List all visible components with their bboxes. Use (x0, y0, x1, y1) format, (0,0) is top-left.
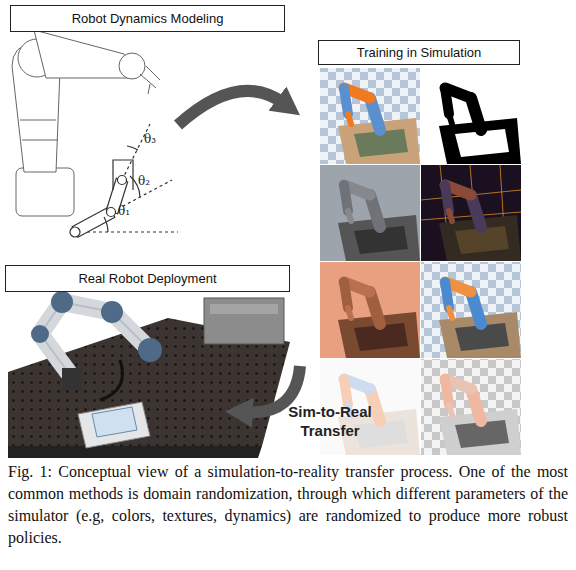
edge-label: Sim-to-Real Transfer (286, 402, 374, 440)
panel-node: Training in Simulation (300, 40, 522, 458)
panel-node: Robot Dynamics Modeling (10, 5, 178, 245)
real-robot-photo (8, 291, 290, 458)
simulation-grid (320, 68, 521, 455)
panel-title: Training in Simulation (318, 40, 520, 65)
planar-link-diagram (70, 124, 178, 237)
panel-node: Real Robot Deployment (5, 265, 225, 460)
angle-label: θ₃ (144, 132, 156, 146)
robot-arm-sketch (12, 30, 160, 216)
figure-caption: Fig. 1: Conceptual view of a simulation-… (8, 461, 568, 549)
angle-label: θ₂ (138, 174, 150, 188)
curved-arrow (178, 91, 284, 125)
angle-label: θ₁ (118, 204, 130, 218)
panel-title: Robot Dynamics Modeling (10, 5, 285, 32)
panel-title: Real Robot Deployment (5, 265, 290, 292)
